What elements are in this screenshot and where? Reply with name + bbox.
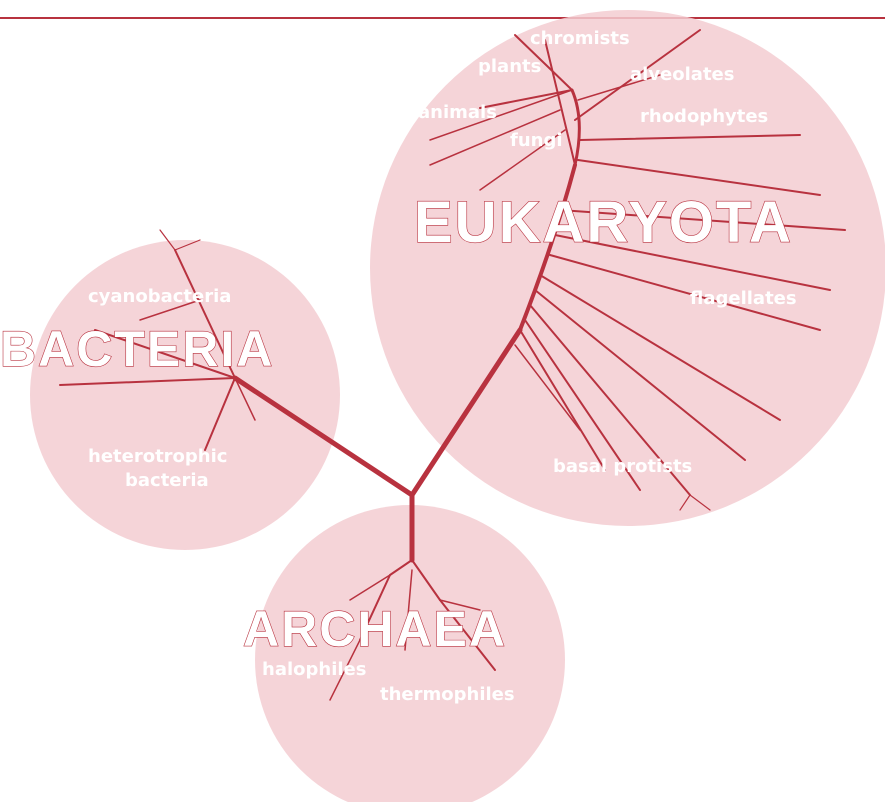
basal-protists-label: basal protists	[553, 456, 692, 477]
eukaryota-label: EUKARYOTA	[414, 190, 793, 255]
heterotrophic-label: heterotrophic	[88, 446, 227, 467]
eukaryota-circle	[370, 10, 885, 526]
plants-label: plants	[478, 56, 541, 77]
fungi-label: fungi	[510, 130, 563, 151]
animals-label: animals	[418, 102, 497, 123]
archaea-label: ARCHAEA	[243, 601, 507, 657]
bacteria-sublabel: bacteria	[125, 470, 209, 491]
alveolates-label: alveolates	[630, 64, 734, 85]
thermophiles-label: thermophiles	[380, 684, 515, 705]
cyanobacteria-label: cyanobacteria	[88, 286, 231, 307]
halophiles-label: halophiles	[262, 659, 366, 680]
rhodophytes-label: rhodophytes	[640, 106, 768, 127]
flagellates-label: flagellates	[690, 288, 797, 309]
chromists-label: chromists	[530, 28, 630, 49]
bacteria-label: BACTERIA	[0, 321, 274, 377]
